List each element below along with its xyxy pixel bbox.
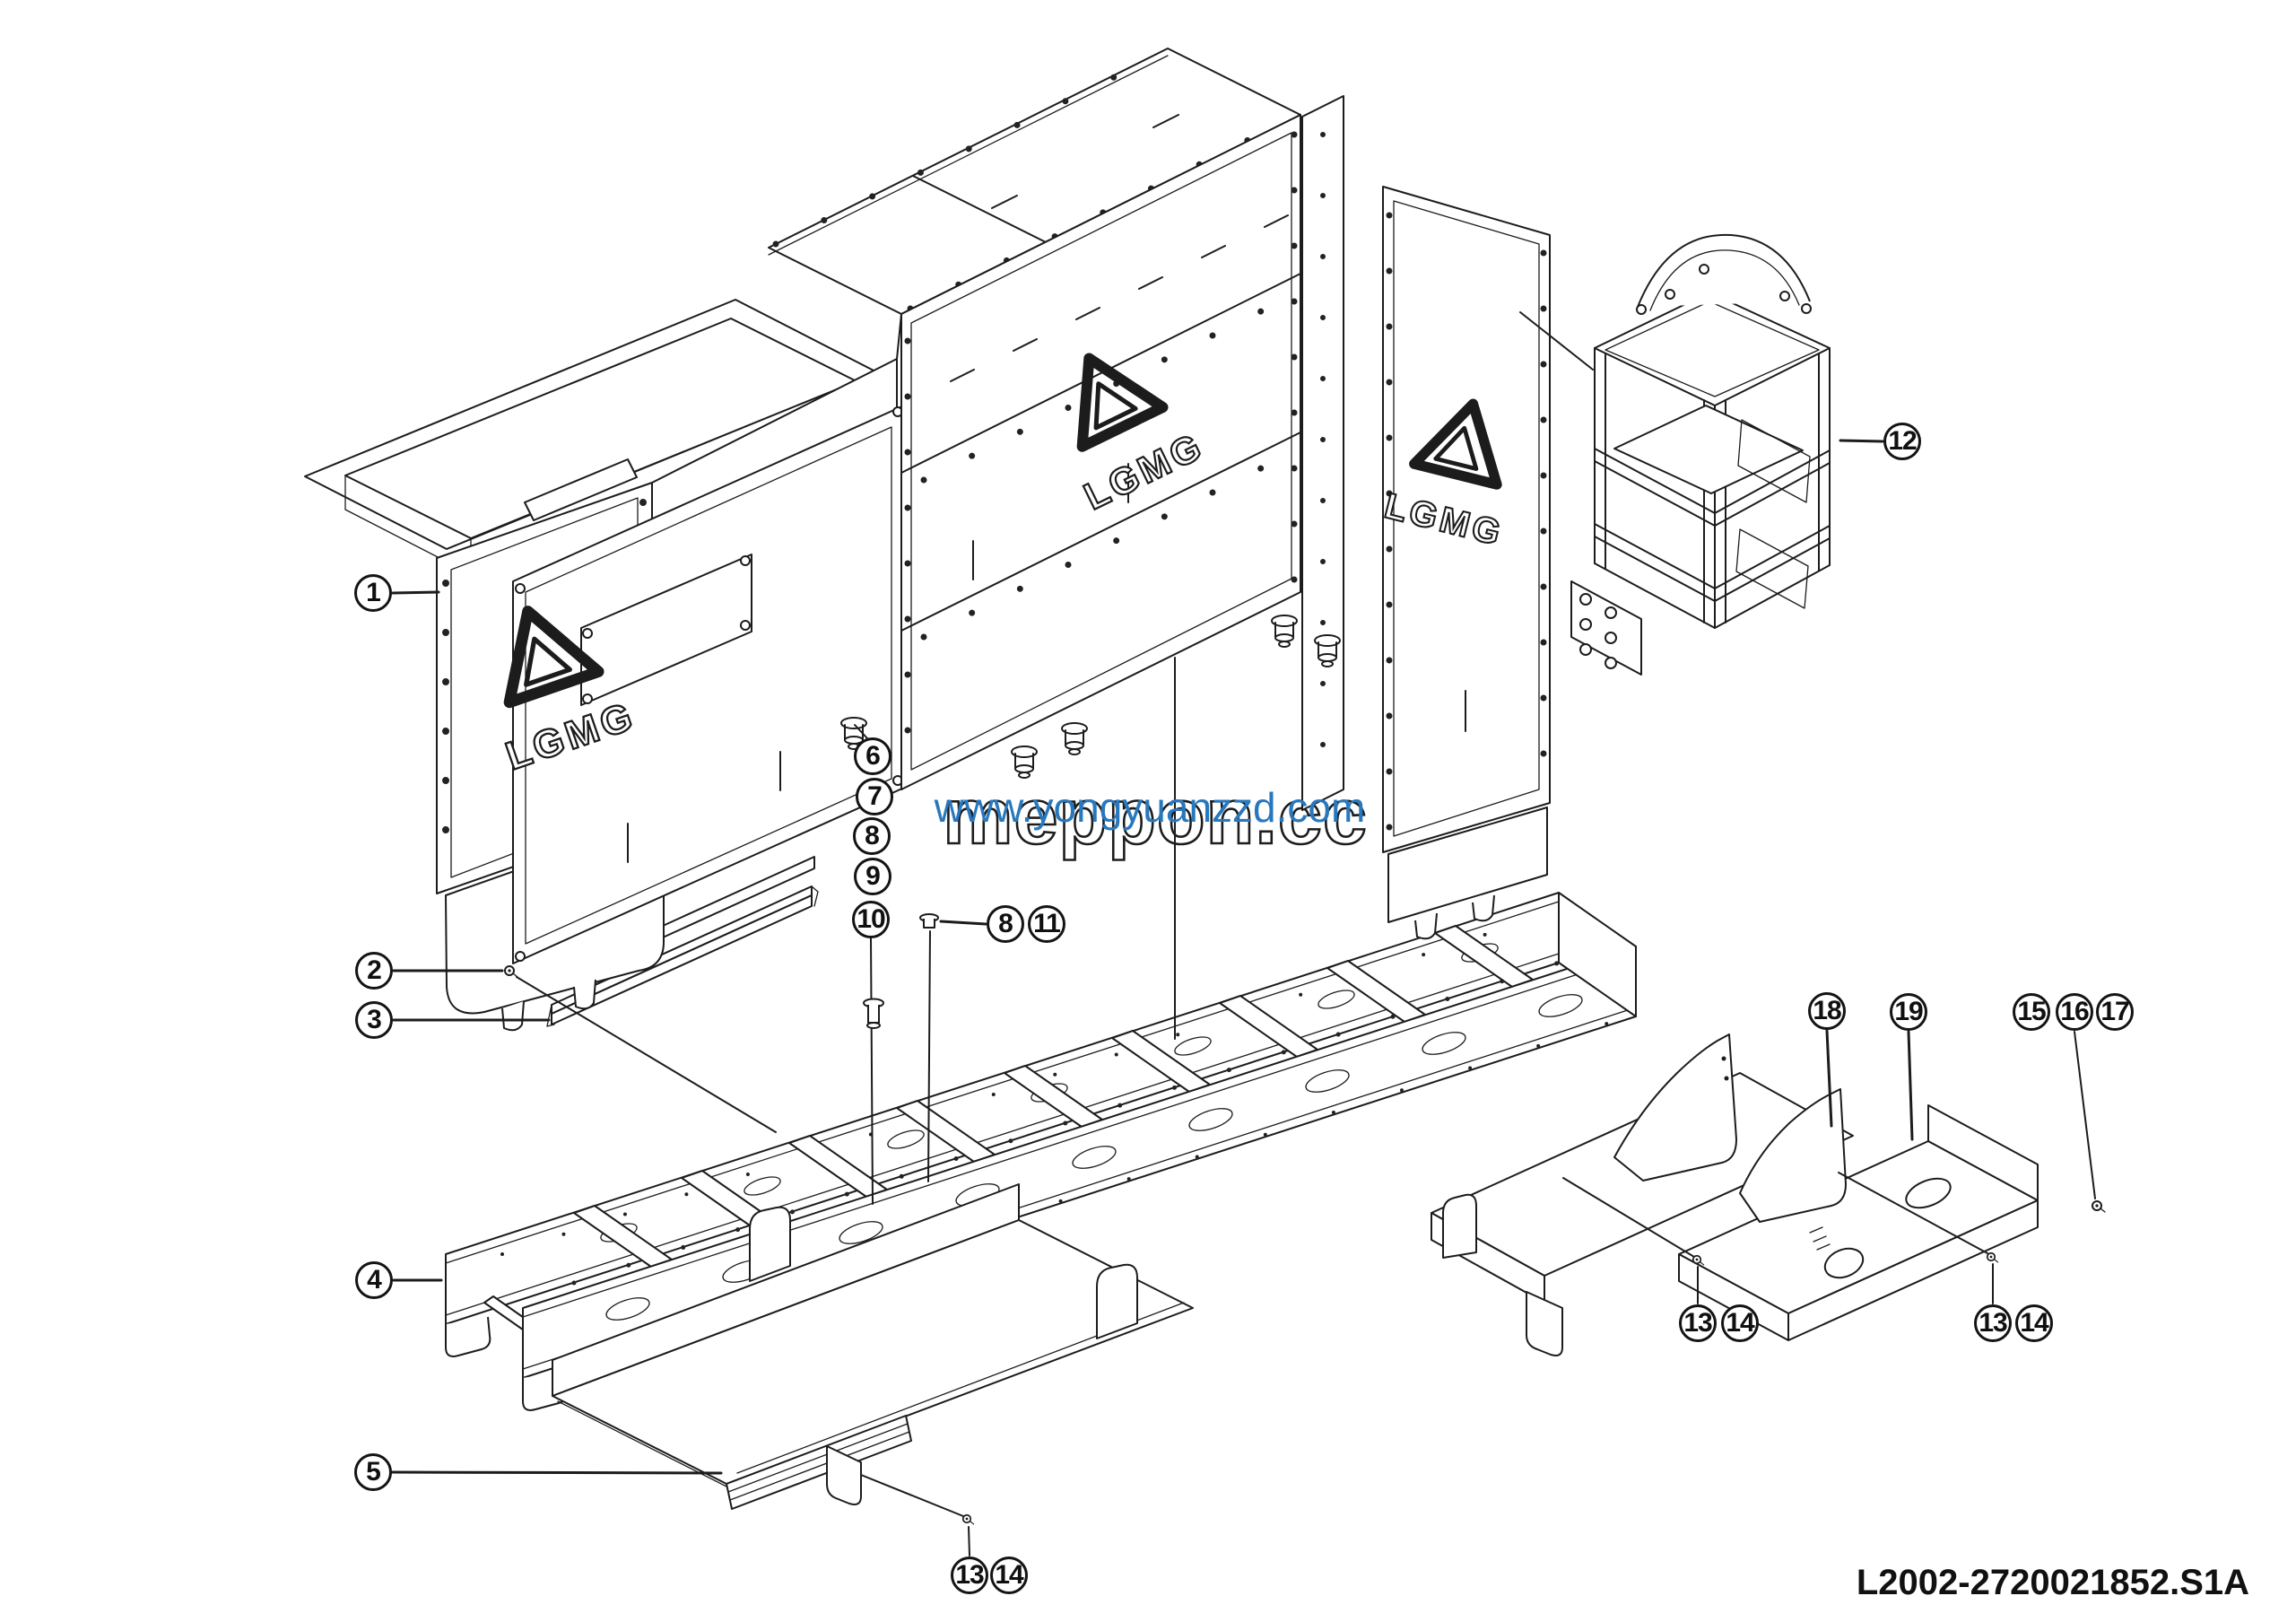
skid-plate-left-rear xyxy=(1431,1033,1854,1356)
drawing-number: L2002-2720021852.S1A xyxy=(1856,1563,2249,1602)
watermark-url-text: www.yongyuanzzd.com xyxy=(934,784,1366,831)
leader-lines xyxy=(390,311,2106,1557)
skid-plate-right-rear xyxy=(1678,1088,2039,1341)
battery-box-assembly: LGMG LGMG LGMG xyxy=(304,48,1551,1032)
watermark-outline-text: meppon.cc xyxy=(943,772,1368,860)
skid-plate-front xyxy=(552,1183,1194,1510)
mounting-frame xyxy=(1570,233,1831,676)
